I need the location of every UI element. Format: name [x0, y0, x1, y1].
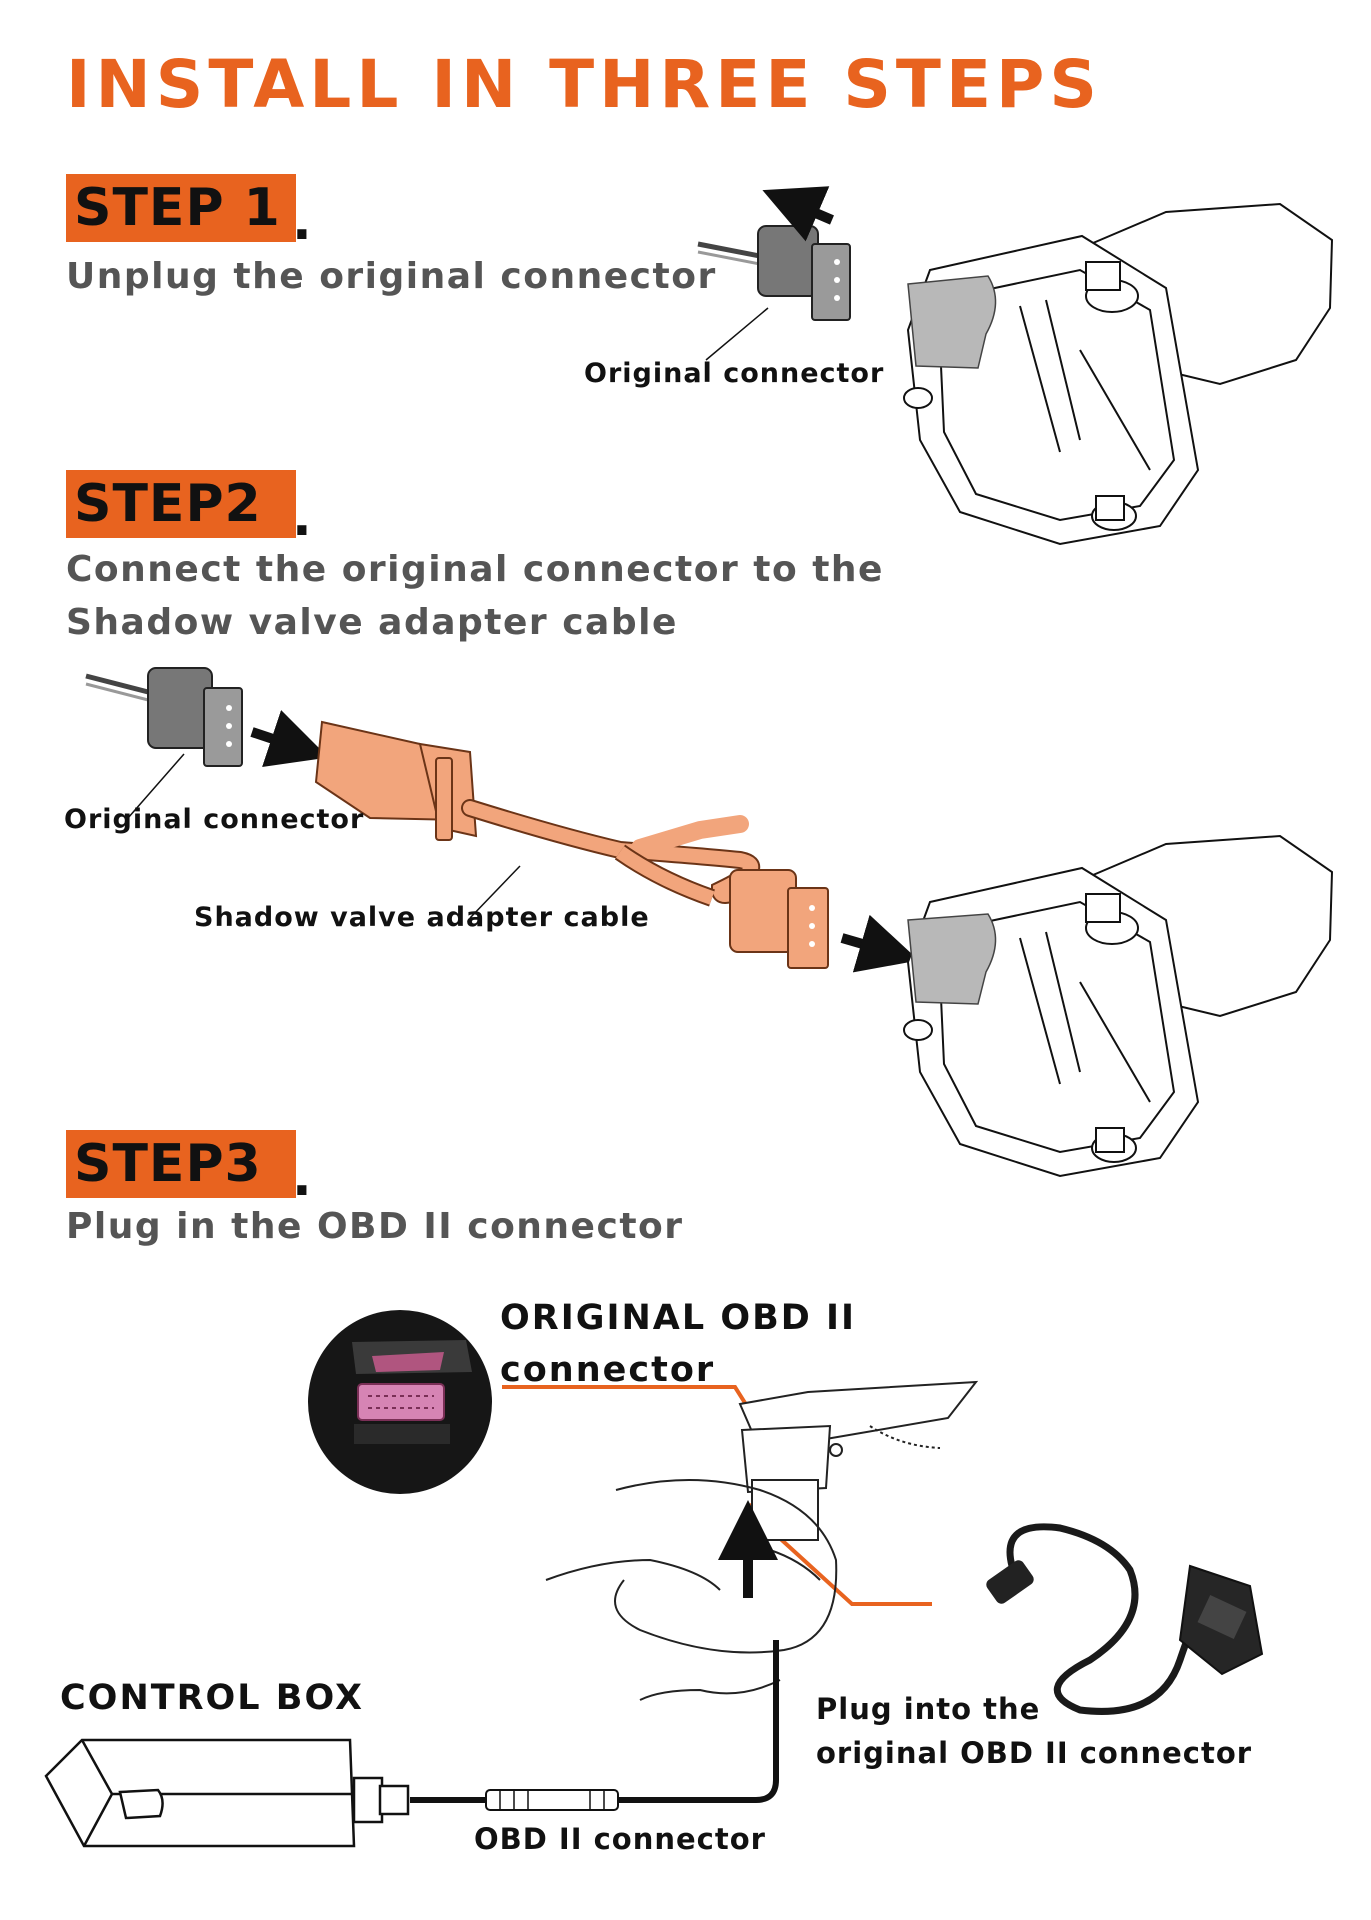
arrow-icon — [250, 710, 329, 767]
step-2-description-line-1: Connect the original connector to the — [66, 549, 884, 590]
step-2-dot: . — [292, 488, 312, 548]
step1-original-connector-label: Original connector — [584, 358, 885, 389]
obd-connector-label: OBD II connector — [474, 1822, 766, 1856]
original-obd-label-line-1: ORIGINAL OBD II — [500, 1298, 857, 1338]
hand-sketch — [545, 1380, 979, 1701]
arrow-icon — [762, 186, 834, 242]
step-2-badge: STEP2 — [66, 470, 296, 538]
step-3-dot: . — [292, 1148, 312, 1208]
adapter-cable-icon — [314, 720, 829, 969]
original-obd-label-line-2: connector — [500, 1350, 716, 1390]
page-title: INSTALL IN THREE STEPS — [66, 46, 1102, 123]
plug-into-label-line-1: Plug into the — [816, 1692, 1041, 1726]
arrow-icon — [840, 914, 919, 973]
control-box-label: CONTROL BOX — [60, 1678, 364, 1718]
step-3-description: Plug in the OBD II connector — [66, 1206, 684, 1247]
step-1-description: Unplug the original connector — [66, 256, 717, 297]
obd-cable-photo-icon — [940, 1460, 1306, 1740]
valve-actuator-icon — [903, 834, 1334, 1178]
step-1-badge: STEP 1 — [66, 174, 296, 242]
control-box-icon — [44, 1738, 410, 1848]
step-3-label: STEP3 — [74, 1134, 262, 1194]
step-3-badge: STEP3 — [66, 1130, 296, 1198]
step-2-label: STEP2 — [74, 474, 262, 534]
plug-into-label-line-2: original OBD II connector — [816, 1736, 1253, 1770]
obd-inline-connector — [485, 1789, 619, 1811]
step2-original-connector-label: Original connector — [64, 804, 365, 835]
valve-actuator-icon — [903, 202, 1334, 546]
step-2-description-line-2: Shadow valve adapter cable — [66, 602, 678, 643]
connector-icon — [697, 225, 851, 321]
step-1-label: STEP 1 — [74, 178, 281, 238]
step-1-dot: . — [292, 192, 312, 252]
obd-port-photo-icon — [308, 1310, 492, 1494]
adapter-cable-label: Shadow valve adapter cable — [194, 902, 650, 933]
connector-icon — [85, 667, 243, 767]
